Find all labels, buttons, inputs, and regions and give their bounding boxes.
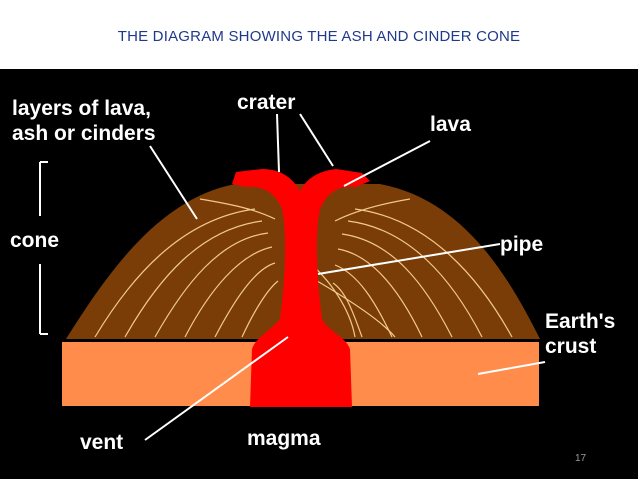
pointer-lines [144, 113, 546, 441]
label-lava: lava [430, 113, 471, 136]
diagram-panel: layers of lava, ash or cinders crater la… [0, 69, 638, 479]
pointer-lava [343, 140, 431, 187]
label-crust-line1: Earth's [545, 310, 615, 333]
pointer-vent [144, 336, 289, 441]
pointer-crust [477, 361, 546, 375]
pointer-crater-right [299, 113, 334, 167]
slide-title: THE DIAGRAM SHOWING THE ASH AND CINDER C… [117, 28, 521, 45]
label-cone: cone [10, 229, 59, 252]
pointer-crater-left [276, 113, 280, 173]
label-pipe: pipe [500, 233, 543, 256]
label-crater: crater [237, 91, 295, 114]
volcano-diagram: layers of lava, ash or cinders crater la… [10, 91, 615, 454]
layer-lines [94, 198, 513, 338]
cone-bracket [39, 161, 48, 335]
magma-pipe [232, 169, 370, 407]
label-vent: vent [80, 431, 123, 454]
label-layers-line1: layers of lava, [12, 97, 151, 120]
label-crust-line2: crust [545, 335, 596, 358]
pointer-pipe [317, 243, 501, 275]
label-magma: magma [247, 427, 321, 450]
label-layers-line2: ash or cinders [12, 122, 156, 145]
page-number: 17 [575, 453, 587, 464]
pointer-layers [149, 145, 198, 220]
